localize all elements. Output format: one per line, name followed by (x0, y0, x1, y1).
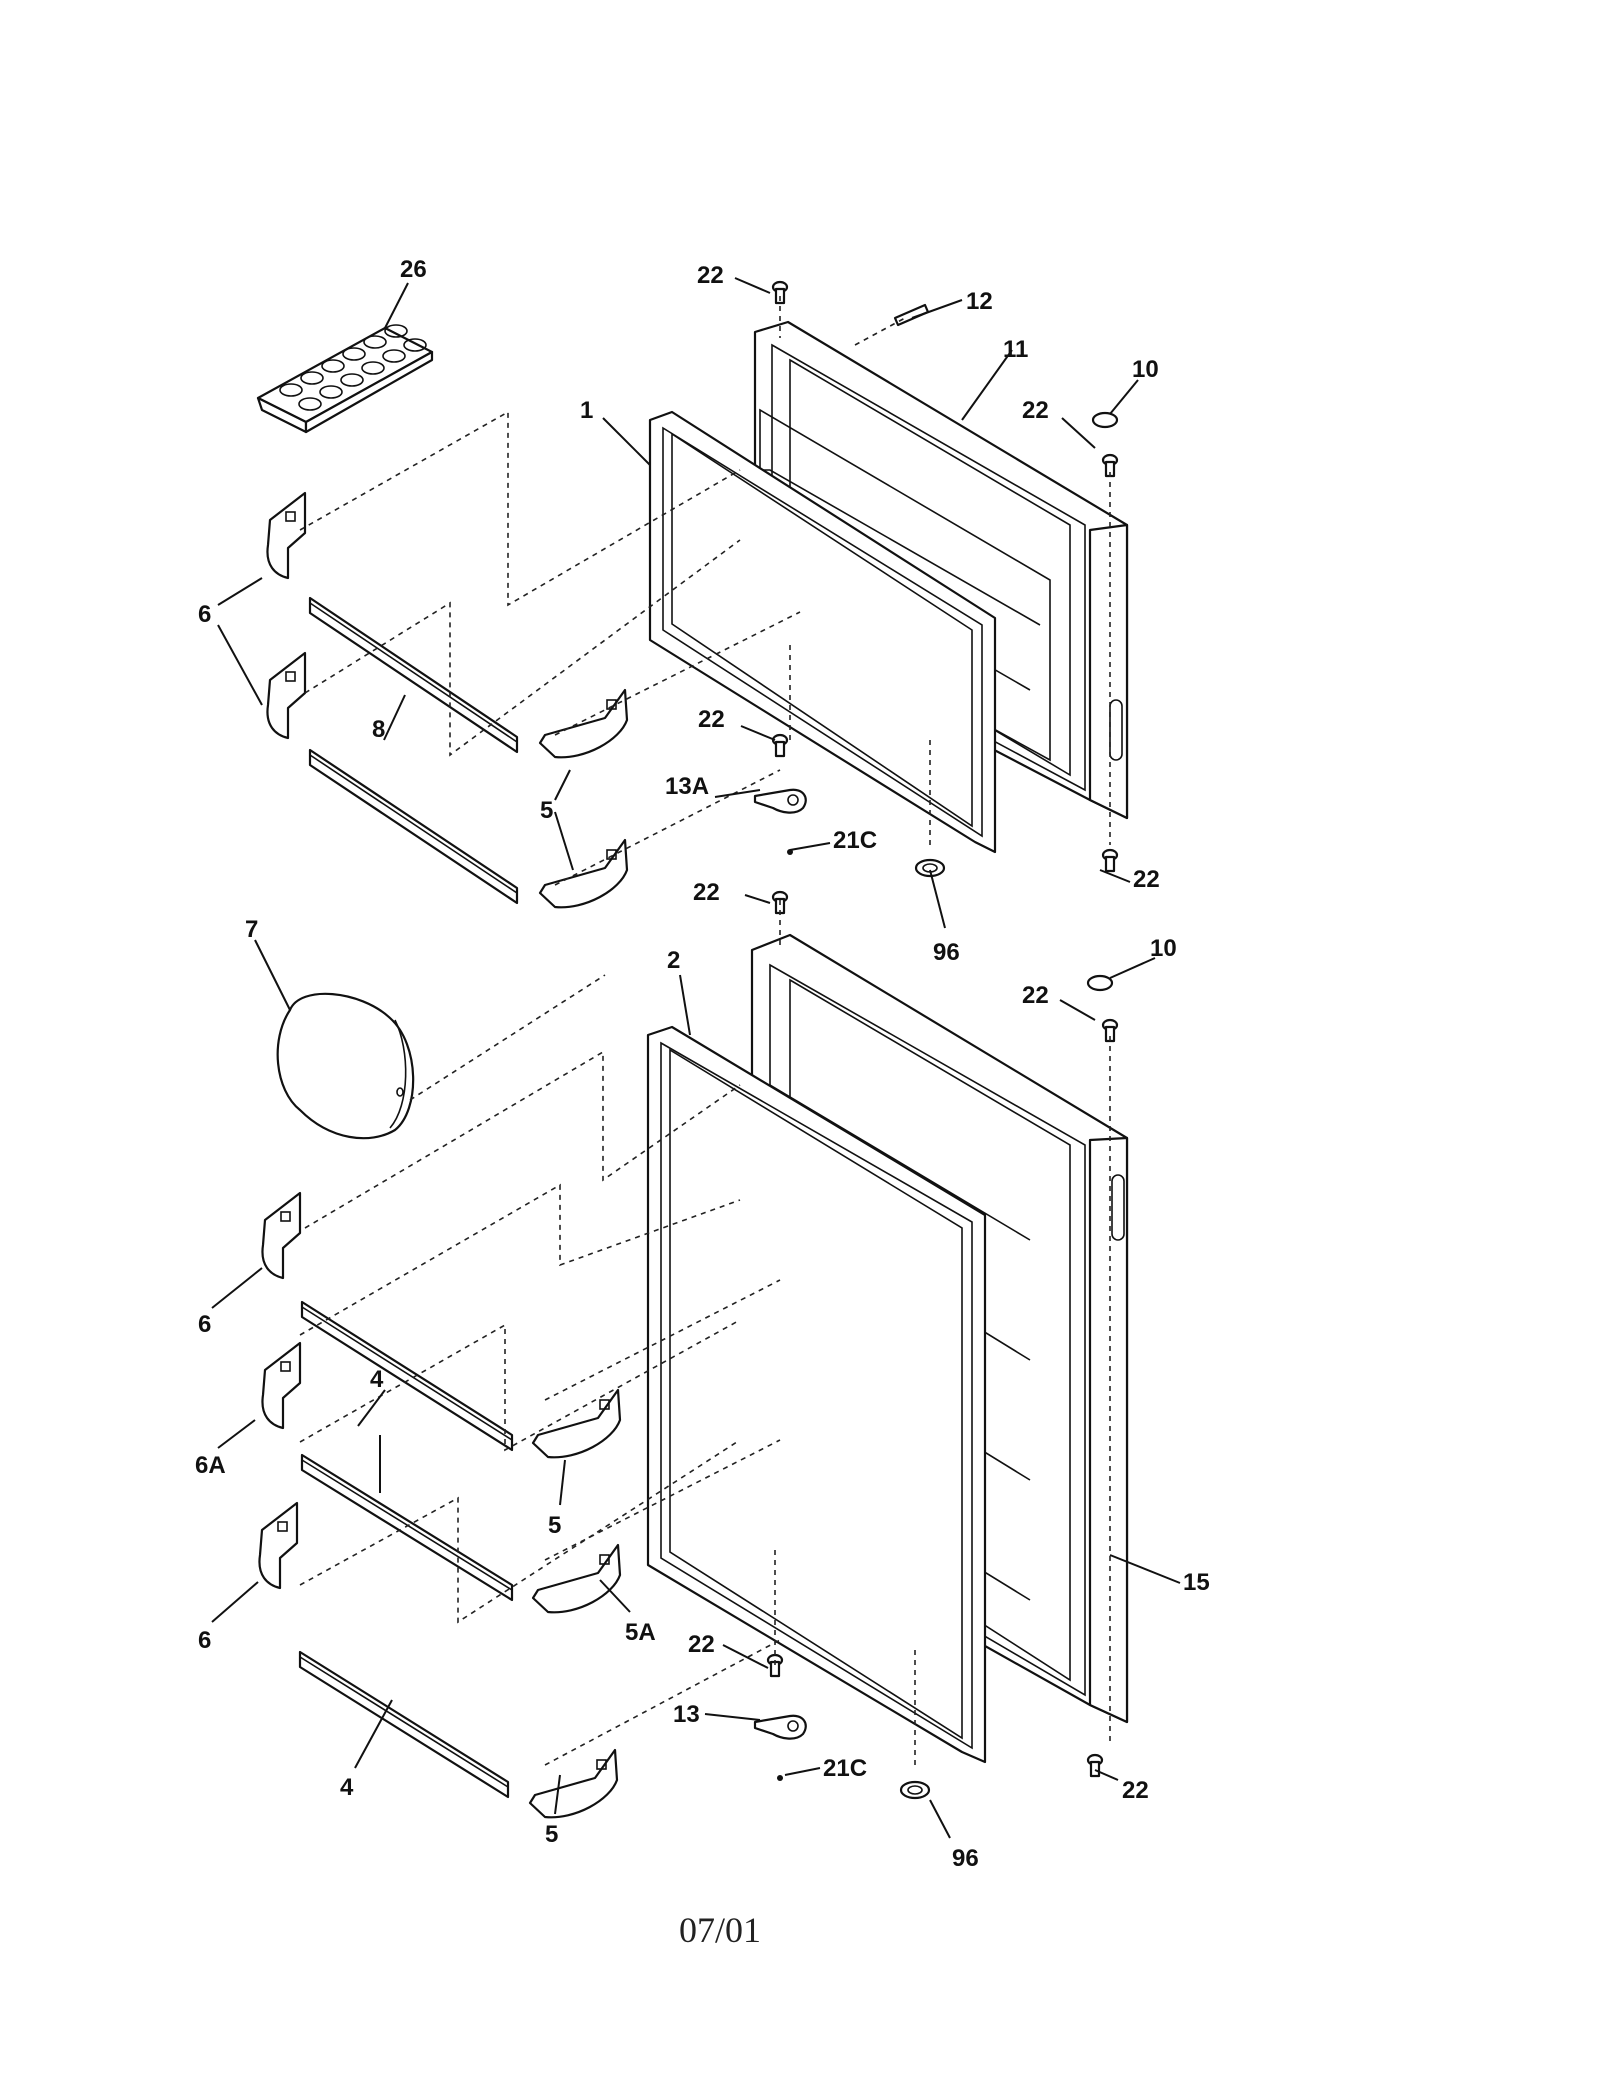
part-21c (777, 1775, 783, 1781)
callout-22-freezer-top: 22 (697, 262, 724, 289)
hinge (753, 788, 807, 814)
callout-5a: 5A (625, 1619, 656, 1646)
shelf-bracket-left (261, 1341, 302, 1430)
callout-22-freezer-bottom: 22 (1133, 866, 1160, 893)
bushing-96 (899, 1780, 931, 1800)
callout-13: 13 (673, 1701, 700, 1728)
callout-10-freezer: 10 (1132, 356, 1159, 383)
plug-10 (1091, 411, 1119, 429)
shelf-bar (298, 1650, 510, 1799)
callout-22-freezer-side: 22 (1022, 397, 1049, 424)
callout-21c-upper: 21C (833, 827, 877, 854)
leader-lines (211, 277, 1181, 1839)
callout-labels: 26 22 12 11 10 22 1 6 8 5 22 13A 21C 22 … (195, 256, 1210, 1872)
callout-22-fresh-bottom: 22 (1122, 1777, 1149, 1804)
screw-22 (766, 1653, 784, 1678)
revision-code: 07/01 (679, 1910, 761, 1950)
callout-2: 2 (667, 947, 680, 974)
callout-6-upper: 6 (198, 601, 211, 628)
callout-22-fresh-side: 22 (1022, 982, 1049, 1009)
callout-22-freezer-hinge: 22 (698, 706, 725, 733)
callout-15: 15 (1183, 1569, 1210, 1596)
callout-22-fresh-top: 22 (693, 879, 720, 906)
callout-96-lower: 96 (952, 1845, 979, 1872)
shelf-bar (308, 596, 519, 754)
plug-10 (1086, 974, 1114, 992)
shelf-bar (308, 748, 519, 905)
freezer-gasket-part (648, 410, 997, 854)
shelf-bracket-right (528, 1748, 619, 1819)
shelf-bracket-right (531, 1388, 622, 1459)
callout-6a: 6A (195, 1452, 226, 1479)
callout-21c-lower: 21C (823, 1755, 867, 1782)
callout-4-lower: 4 (340, 1774, 354, 1801)
butter-container-part (276, 992, 415, 1140)
hinge (753, 1714, 807, 1740)
callout-4-upper: 4 (370, 1366, 384, 1393)
callout-1: 1 (580, 397, 593, 424)
freezer-door-part (745, 320, 1129, 820)
shelf-bracket-left (266, 651, 307, 740)
callout-13a: 13A (665, 773, 709, 800)
callout-26: 26 (400, 256, 427, 283)
callout-7: 7 (245, 916, 258, 943)
shelf-bar (300, 1453, 514, 1602)
callout-10-fresh: 10 (1150, 935, 1177, 962)
assembly-lines (299, 296, 1111, 1770)
screw-22 (1101, 848, 1119, 873)
callout-5-upper: 5 (540, 797, 553, 824)
callout-96-upper: 96 (933, 939, 960, 966)
callout-12: 12 (966, 288, 993, 315)
shelf-bar (300, 1300, 514, 1452)
callout-6-middle: 6 (198, 1311, 211, 1338)
shelf-bracket-right (538, 688, 629, 759)
screw-22 (1101, 1018, 1119, 1043)
bushing-96 (914, 858, 946, 878)
callout-6-lower: 6 (198, 1627, 211, 1654)
fresh-food-gasket-part (646, 1025, 987, 1764)
callout-5-middle: 5 (548, 1512, 561, 1539)
hardware-parts (753, 280, 1119, 1800)
shelf-bracket-left (261, 1191, 302, 1280)
shelf-bracket-right (531, 1543, 622, 1614)
callout-11: 11 (1003, 336, 1028, 363)
egg-tray-part (256, 324, 434, 434)
shelf-bracket-left (266, 491, 307, 580)
shelf-parts (258, 491, 629, 1819)
callout-22-fresh-hinge: 22 (688, 1631, 715, 1658)
screw-22 (1086, 1753, 1104, 1778)
shelf-bracket-left (258, 1501, 299, 1590)
screw-22 (771, 733, 789, 758)
callout-8: 8 (372, 716, 385, 743)
shelf-bracket-right (538, 838, 629, 909)
callout-5-lower: 5 (545, 1821, 558, 1848)
